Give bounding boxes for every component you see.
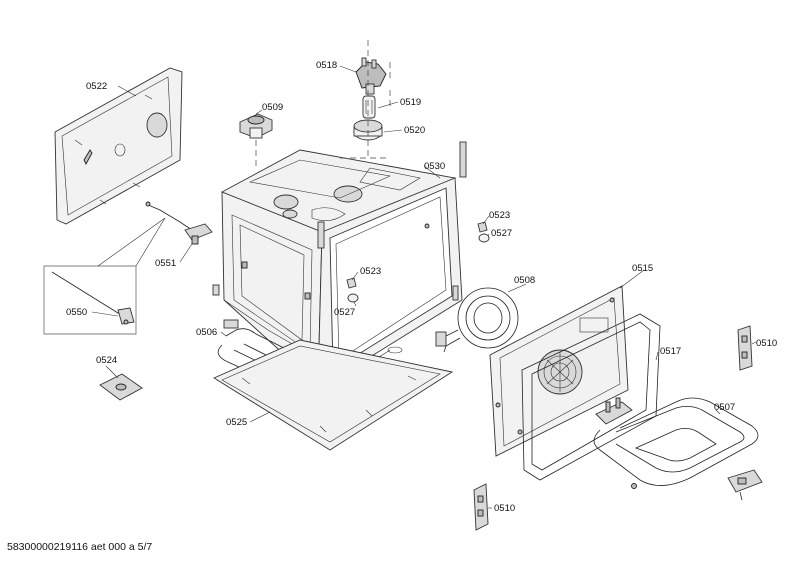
part-0509-lamp-holder [239,113,273,139]
label-0527-upper: 0527 [491,228,512,239]
label-0517: 0517 [660,346,681,357]
label-0524: 0524 [96,355,117,366]
part-0522-panel [54,67,183,225]
label-0520: 0520 [404,125,425,136]
part-0510-bracket-right [737,325,753,371]
part-0510-bracket-bottom [473,483,489,531]
label-0518: 0518 [316,60,337,71]
label-0510-bottom: 0510 [494,503,515,514]
part-0524-pad [99,373,143,401]
label-0506: 0506 [196,327,217,338]
part-0523-clip-lower [346,277,357,289]
label-0530: 0530 [424,161,445,172]
label-0525: 0525 [226,417,247,428]
label-0522: 0522 [86,81,107,92]
part-grill-bracket [727,469,763,501]
document-reference-footer: 58300000219116 aet 000 a 5/7 [7,541,153,553]
part-0515-fan-panel [489,285,629,457]
part-0525-bottom-mat [213,339,454,451]
label-0523-upper: 0523 [489,210,510,221]
part-0551-sensor-bracket [145,201,213,245]
label-0551: 0551 [155,258,176,269]
label-0509: 0509 [262,102,283,113]
part-0519-lamp-bulb [362,95,376,119]
part-0508-ring-heater [435,287,519,353]
label-0507: 0507 [714,402,735,413]
part-0518-lamp-socket [355,57,387,95]
part-0527-clip-upper [478,233,490,243]
part-0550-sensor-detail [43,217,166,335]
part-labels: 0522 0518 0519 0520 0509 0530 0523 0527 … [66,60,777,514]
part-0507-grill-heater [593,397,759,489]
leader-lines [91,65,757,509]
part-0523-clip-upper [477,221,488,233]
part-0527-clip-lower [347,293,359,303]
label-0527-lower: 0527 [334,307,355,318]
label-0515: 0515 [632,263,653,274]
label-0519: 0519 [400,97,421,108]
lamp-dash-lines [255,40,391,170]
label-0510-right: 0510 [756,338,777,349]
label-0523-lower: 0523 [360,266,381,277]
label-0508: 0508 [514,275,535,286]
label-0550: 0550 [66,307,87,318]
